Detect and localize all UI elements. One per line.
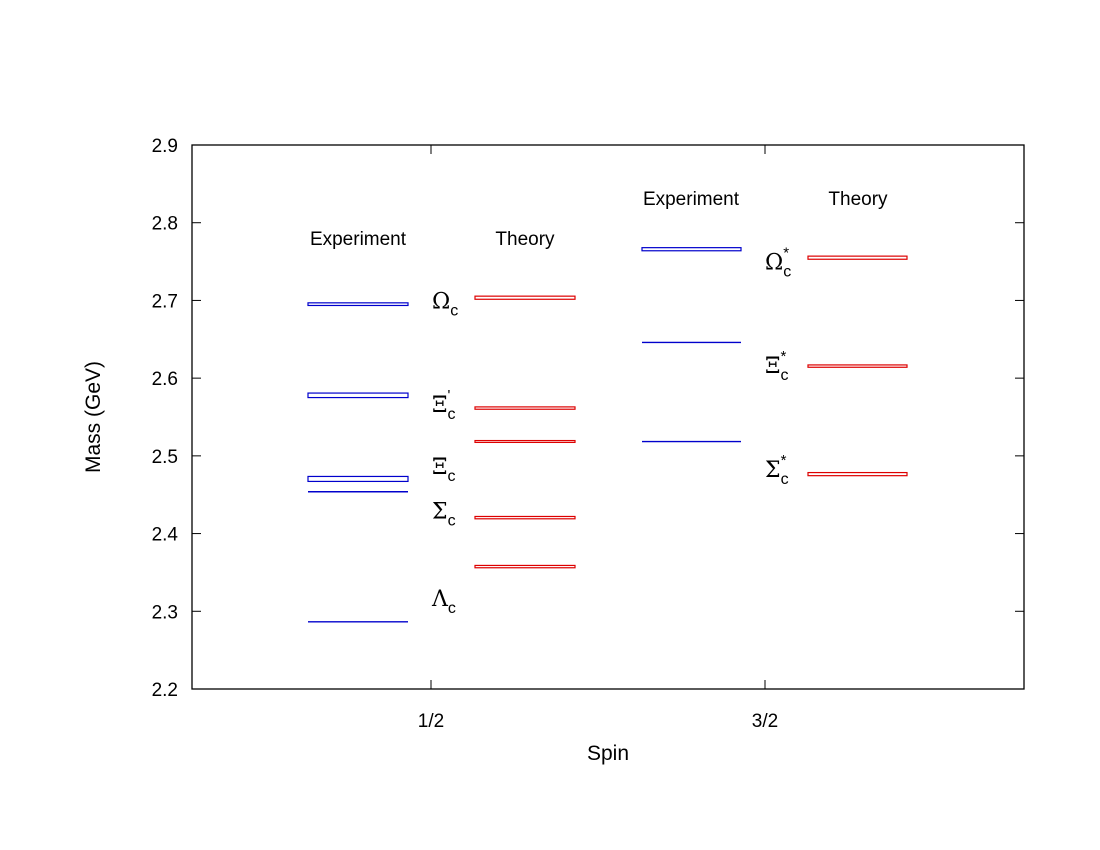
axis-ticks: 2.2 2.3 2.4 2.5 2.6 2.7 2.8 2.9 1/2 3/2: [152, 136, 1024, 732]
mass-levels: [307, 247, 908, 623]
mass-level-bar: [807, 255, 908, 260]
mass-level-bar: [474, 515, 576, 520]
particle-label: Σc: [432, 499, 456, 529]
particle-label: Ωc*: [765, 245, 791, 281]
plot-frame: [191, 144, 1025, 690]
particle-label: Σc*: [765, 452, 789, 488]
y-tick-label: 2.8: [152, 214, 178, 235]
mass-level-bar: [807, 471, 908, 477]
y-tick-label: 2.6: [152, 369, 178, 390]
y-axis-title: Mass (GeV): [82, 361, 105, 473]
y-tick-label: 2.9: [152, 136, 178, 157]
x-tick-label: 1/2: [418, 711, 444, 732]
y-tick-label: 2.5: [152, 447, 178, 468]
particle-label: Ξc: [432, 455, 455, 485]
particle-label: Ωc: [432, 289, 458, 319]
y-tick-label: 2.2: [152, 680, 178, 701]
particle-label: Ξc*: [765, 348, 788, 384]
column-header: Experiment: [643, 189, 740, 210]
y-tick-label: 2.3: [152, 602, 178, 623]
mass-level-bar: [474, 439, 576, 444]
mass-level-bar: [307, 392, 409, 399]
column-header: Theory: [495, 229, 555, 250]
mass-level-bar: [807, 364, 908, 368]
mass-level-bar: [307, 302, 409, 307]
particle-label: Λc: [431, 587, 456, 617]
y-tick-label: 2.7: [152, 291, 178, 312]
mass-level-bar: [474, 564, 576, 569]
mass-level-bar: [641, 247, 742, 252]
particle-label: Ξc': [432, 387, 455, 423]
column-header: Theory: [828, 189, 888, 210]
mass-level-bar: [474, 406, 576, 410]
mass-level-bar: [307, 475, 409, 483]
x-tick-label: 3/2: [752, 711, 778, 732]
y-tick-label: 2.4: [152, 525, 179, 546]
column-header: Experiment: [310, 229, 407, 250]
mass-level-bar: [474, 295, 576, 300]
x-axis-title: Spin: [587, 742, 629, 765]
